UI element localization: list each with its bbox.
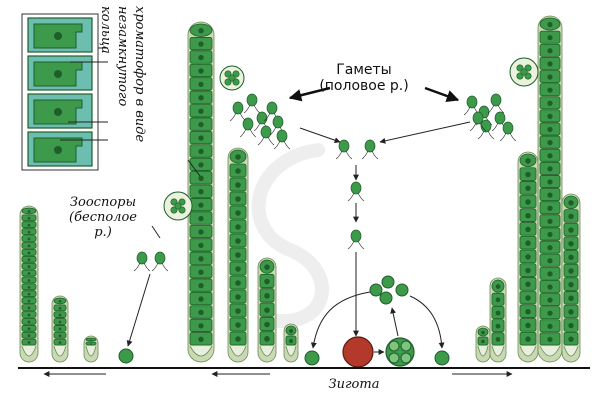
- flagellate-cell: [491, 111, 509, 132]
- zygote-group: [118, 275, 450, 368]
- gametes-subtitle: (половое р.): [319, 78, 409, 95]
- filament: [51, 295, 69, 363]
- flagellate-cell: [133, 251, 151, 272]
- filament: [19, 205, 39, 363]
- chromatophore-line-1: хроматофор в виде: [132, 6, 147, 143]
- flagellate-cell: [499, 121, 517, 142]
- watermark: [251, 143, 329, 329]
- filament: [257, 257, 277, 363]
- zoospores-subtitle-1: (бесполое: [69, 209, 137, 225]
- zoospore-settled: [118, 348, 134, 364]
- chromatophore-label: хроматофор в виде незамкнутого кольца: [97, 6, 148, 142]
- sporangium: [509, 57, 539, 87]
- flagellate-cell: [151, 251, 169, 272]
- gametes-title: Гаметы: [336, 62, 392, 78]
- filament: [475, 325, 491, 363]
- flagellate-cell: [257, 125, 275, 146]
- germling-right: [434, 350, 450, 366]
- zygote-label: Зигота: [328, 377, 380, 392]
- chromatophore-line-3: кольца: [98, 6, 113, 54]
- flagellate-cell: [463, 95, 481, 116]
- germling-left: [304, 350, 320, 366]
- sporangium: [163, 191, 193, 221]
- gametes-label: Гаметы (половое р.): [300, 62, 428, 94]
- sporangium: [219, 65, 245, 91]
- filament: [187, 21, 215, 363]
- flagellate-cell: [243, 93, 261, 114]
- zoospores-title: Зооспоры: [69, 195, 137, 210]
- flagellate-cell: [273, 129, 291, 150]
- filaments: [19, 15, 581, 363]
- flagellate-cell: [347, 229, 365, 250]
- filament: [283, 323, 299, 363]
- flagellate-cell: [229, 101, 247, 122]
- filament: [489, 277, 507, 363]
- filament: [83, 335, 99, 363]
- cycle-arrows: [43, 86, 513, 377]
- flagellate-cell: [361, 139, 379, 160]
- filament: [517, 151, 539, 363]
- filament: [561, 193, 581, 363]
- filament: [227, 147, 249, 363]
- zoospores-label: Зооспоры (бесполое р.): [62, 195, 144, 241]
- flagellate-cell: [469, 111, 487, 132]
- flagellate-cell: [347, 181, 365, 202]
- swimming-cells: [133, 93, 517, 272]
- flagellate-cell: [335, 139, 353, 160]
- zoospores-subtitle-2: р.): [94, 224, 112, 240]
- flagellate-cell: [487, 93, 505, 114]
- chromatophore-line-2: незамкнутого: [115, 6, 130, 107]
- chromatophore-inset: [21, 13, 108, 171]
- flagellate-cell: [239, 117, 257, 138]
- filament: [537, 15, 563, 363]
- zygote-cell: [342, 336, 374, 368]
